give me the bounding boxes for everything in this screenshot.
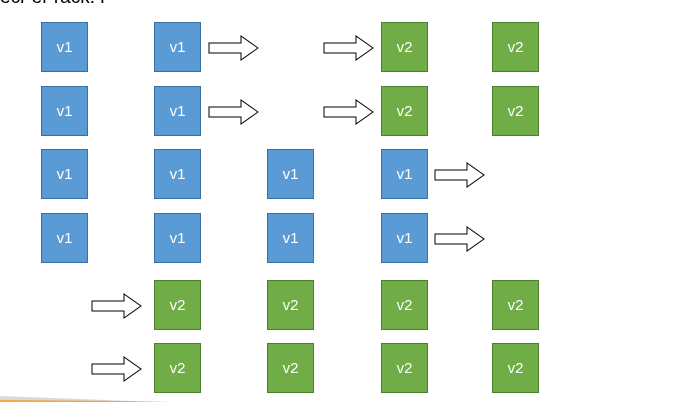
slide-footer-decoration [0,396,170,402]
row-2-v1-box-1: v1 [41,86,88,136]
row-3-v1-box-2: v1 [154,149,201,199]
row-4-v1-box-1: v1 [41,213,88,263]
row-2-v2-box-5: v2 [381,86,428,136]
row-2-arrow-icon-3 [208,99,259,125]
row-1-arrow-icon-3 [208,35,259,61]
row-2-v1-box-2: v1 [154,86,201,136]
row-5-v2-box-4: v2 [381,280,428,330]
row-5-v2-box-2: v2 [154,280,201,330]
row-3-v1-box-4: v1 [381,149,428,199]
row-3-v1-box-3: v1 [267,149,314,199]
row-1-arrow-icon-4 [323,35,374,61]
row-6-v2-box-2: v2 [154,343,201,393]
row-4-arrow-icon-5 [434,226,485,252]
row-1-v1-box-1: v1 [41,22,88,72]
row-6-v2-box-3: v2 [267,343,314,393]
row-5-arrow-icon-1 [91,293,142,319]
row-2-arrow-icon-4 [323,99,374,125]
row-5-v2-box-5: v2 [492,280,539,330]
row-1-v2-box-5: v2 [381,22,428,72]
row-2-v2-box-6: v2 [492,86,539,136]
row-4-v1-box-3: v1 [267,213,314,263]
partial-header-text: ecr er rack. r [0,0,107,9]
row-4-v1-box-4: v1 [381,213,428,263]
row-4-v1-box-2: v1 [154,213,201,263]
row-3-arrow-icon-5 [434,162,485,188]
row-6-arrow-icon-1 [91,356,142,382]
row-5-v2-box-3: v2 [267,280,314,330]
row-6-v2-box-5: v2 [492,343,539,393]
row-6-v2-box-4: v2 [381,343,428,393]
row-3-v1-box-1: v1 [41,149,88,199]
row-1-v2-box-6: v2 [492,22,539,72]
row-1-v1-box-2: v1 [154,22,201,72]
